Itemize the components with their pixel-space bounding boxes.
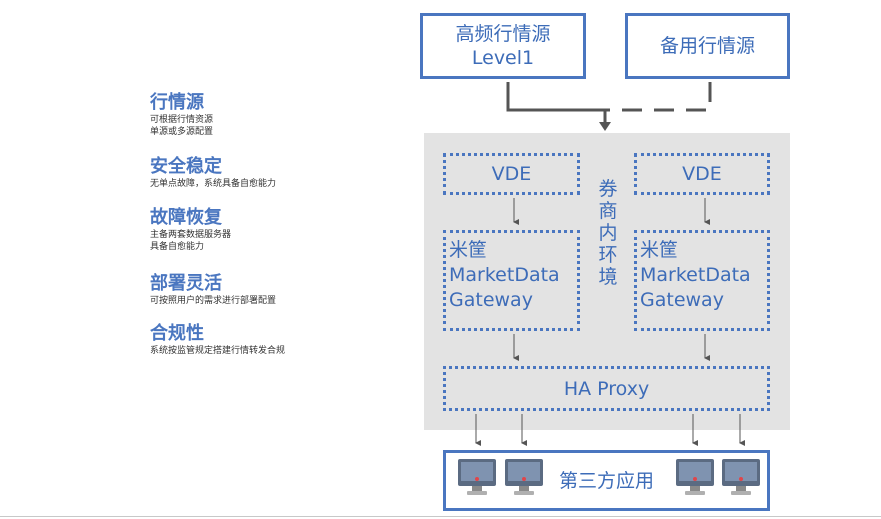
third-party-app-box: 第三方应用: [443, 450, 770, 511]
monitor-icon: [458, 459, 496, 495]
feature-title: 部署灵活: [150, 273, 222, 294]
feature-item: 合规性 系统按监管规定搭建行情转发合规: [150, 323, 330, 357]
gateway-right-line: 米筐: [640, 239, 679, 261]
feature-desc: 可根据行情资源: [150, 115, 214, 125]
third-party-app-label: 第三方应用: [558, 469, 654, 492]
broker-env-char: 内: [598, 222, 618, 244]
backup-source-connector: [605, 82, 712, 112]
vde-left-label: VDE: [491, 163, 532, 185]
primary-source-connector: [506, 82, 607, 126]
feature-desc: 具备自愈能力: [150, 242, 205, 252]
vde-right-box: VDE: [634, 153, 770, 195]
ha-proxy-label: HA Proxy: [563, 377, 650, 400]
feature-item: 部署灵活 可按照用户的需求进行部署配置: [150, 273, 330, 307]
vde-left-box: VDE: [443, 153, 580, 195]
backup-source-label: 备用行情源: [659, 35, 755, 57]
vde-right-label: VDE: [682, 163, 722, 185]
broker-env-char: 券: [598, 178, 618, 200]
feature-item: 故障恢复 主备两套数据服务器 具备自愈能力: [150, 207, 330, 253]
feature-title: 行情源: [150, 92, 204, 113]
feature-desc: 可按照用户的需求进行部署配置: [150, 296, 277, 306]
feature-desc: 系统按监管规定搭建行情转发合规: [150, 346, 286, 356]
broker-env-char: 环: [598, 244, 618, 266]
broker-environment: [424, 133, 790, 430]
gateway-right-box: 米筐 MarketData Gateway: [634, 230, 770, 331]
gateway-left-line: Gateway: [449, 289, 533, 311]
monitor-icon: [676, 459, 714, 495]
monitor-icon: [722, 459, 760, 495]
broker-env-char: 商: [598, 200, 618, 222]
gateway-left-line: MarketData: [449, 264, 560, 286]
backup-source-box: 备用行情源: [625, 13, 790, 79]
feature-title: 合规性: [150, 323, 204, 344]
ha-proxy-box: HA Proxy: [443, 366, 770, 411]
primary-source-label: 高频行情源: [455, 23, 551, 45]
arrow-down-icon: [599, 122, 611, 131]
feature-title: 故障恢复: [150, 207, 222, 228]
feature-title: 安全稳定: [150, 156, 222, 177]
gateway-right-line: MarketData: [640, 264, 751, 286]
broker-env-label: 券 商 内 环 境: [596, 178, 620, 288]
feature-item: 安全稳定 无单点故障，系统具备自愈能力: [150, 156, 330, 190]
primary-source-box: 高频行情源 Level1: [420, 13, 586, 79]
gateway-right-line: Gateway: [640, 289, 724, 311]
feature-desc: 单源或多源配置: [150, 127, 214, 137]
gateway-left-box: 米筐 MarketData Gateway: [443, 230, 580, 331]
bottom-divider: [0, 516, 881, 517]
feature-desc: 无单点故障，系统具备自愈能力: [150, 179, 277, 189]
monitor-icon: [505, 459, 543, 495]
primary-source-sublabel: Level1: [471, 47, 535, 69]
gateway-left-line: 米筐: [449, 239, 488, 261]
broker-env-char: 境: [598, 266, 618, 288]
feature-desc: 主备两套数据服务器: [150, 230, 232, 240]
feature-item: 行情源 可根据行情资源 单源或多源配置: [150, 92, 330, 138]
